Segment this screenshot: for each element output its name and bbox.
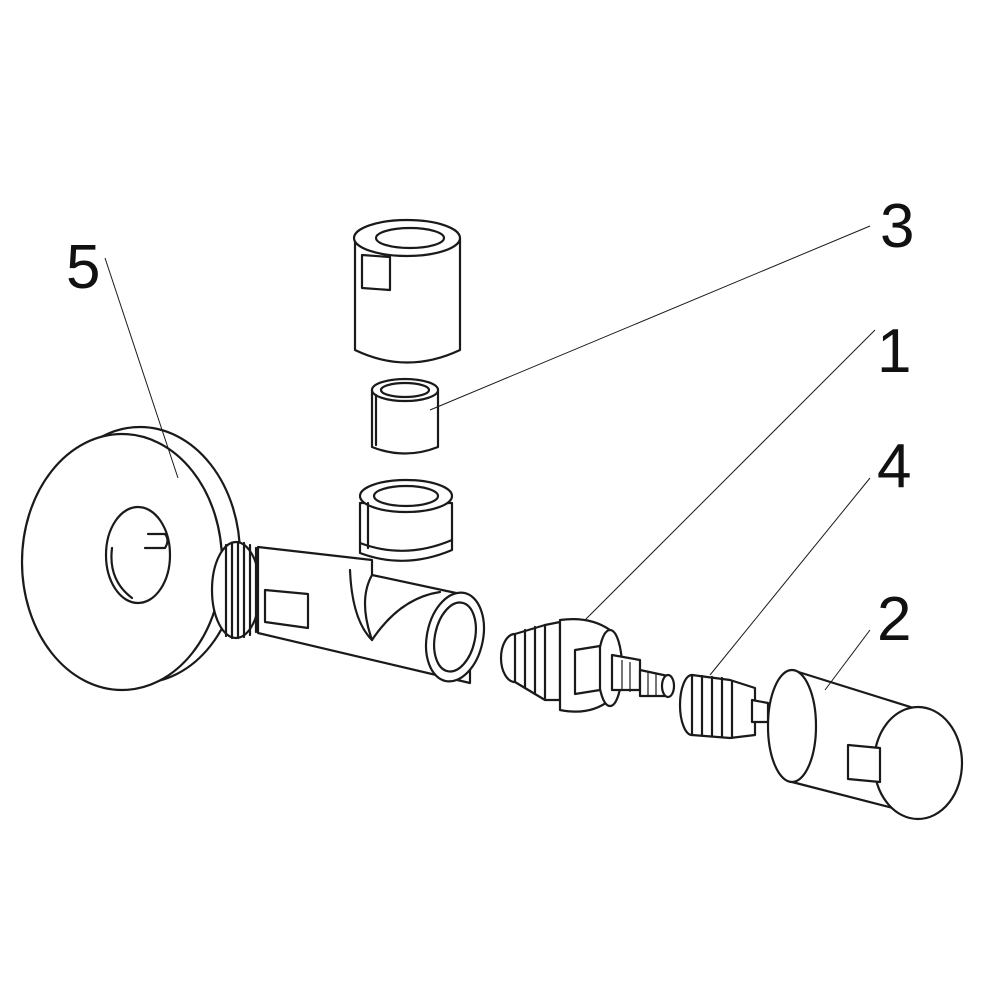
leader-lines — [104, 225, 876, 691]
wall-rosette-part — [20, 425, 242, 692]
callout-3: 3 — [880, 192, 914, 261]
handle-cap-part — [766, 668, 964, 821]
compression-nut-part — [352, 218, 462, 364]
leader-line-2 — [824, 629, 871, 691]
cartridge-part — [499, 618, 676, 713]
valve-body-part — [210, 478, 486, 685]
callout-5: 5 — [66, 233, 100, 302]
callout-2: 2 — [877, 585, 911, 654]
spline-adapter-part — [678, 673, 770, 740]
leader-line-5 — [104, 257, 179, 479]
leader-line-4 — [709, 477, 871, 676]
callout-4: 4 — [877, 432, 911, 501]
leader-line-3 — [429, 225, 871, 411]
compression-ring-part — [370, 377, 440, 455]
leader-line-1 — [584, 329, 876, 621]
callout-1: 1 — [877, 317, 911, 386]
